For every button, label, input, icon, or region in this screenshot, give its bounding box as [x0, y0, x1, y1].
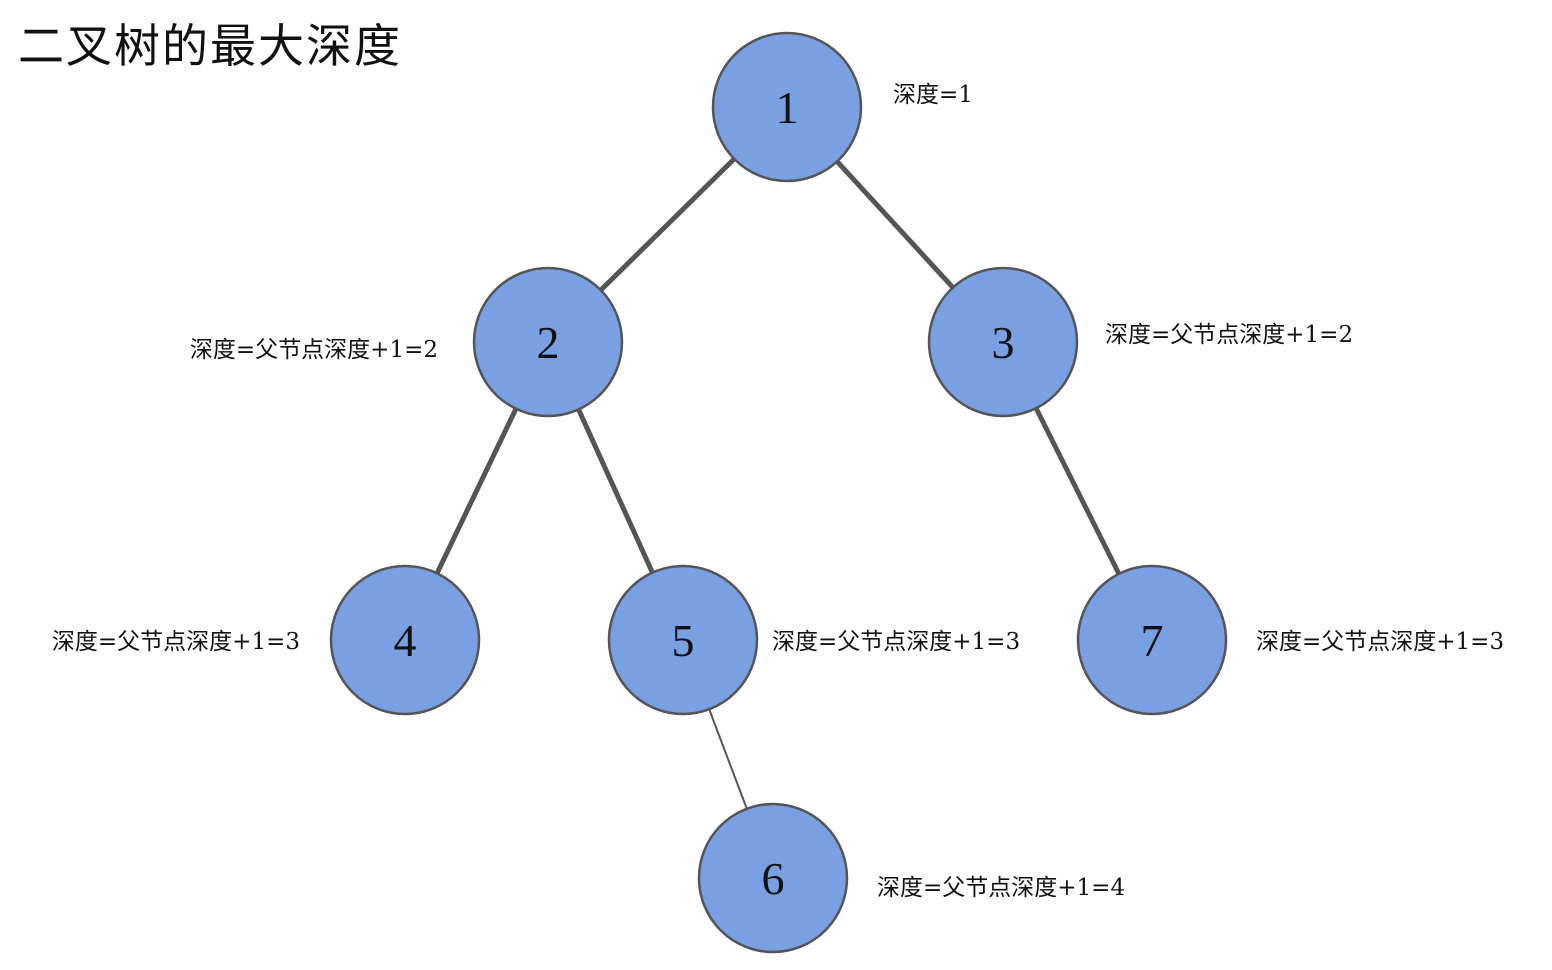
node-label-6: 6 [762, 853, 785, 904]
node-circle-1 [711, 31, 863, 183]
node-label-2: 2 [537, 317, 560, 368]
nodes-layer: 1 2 3 4 5 7 6 [329, 31, 1228, 954]
node-circle-2 [472, 266, 624, 418]
depth-label-2: 深度=父节点深度+1=2 [190, 337, 438, 363]
tree-node-3: 3 [927, 266, 1079, 418]
node-circle-3 [927, 266, 1079, 418]
tree-node-7: 7 [1076, 564, 1228, 716]
edge-3-7 [1033, 407, 1122, 575]
tree-node-5: 5 [607, 564, 759, 716]
depth-label-1: 深度=1 [893, 82, 973, 108]
tree-node-4: 4 [329, 564, 481, 716]
node-label-1: 1 [776, 82, 799, 133]
edge-1-3 [835, 159, 955, 290]
node-label-4: 4 [394, 615, 417, 666]
tree-node-2: 2 [472, 266, 624, 418]
depth-label-3: 深度=父节点深度+1=2 [1105, 322, 1353, 348]
node-label-3: 3 [992, 317, 1015, 368]
node-label-7: 7 [1141, 615, 1164, 666]
node-circle-4 [329, 564, 481, 716]
tree-node-1: 1 [711, 31, 863, 183]
depth-label-4: 深度=父节点深度+1=3 [52, 629, 300, 655]
depth-label-6: 深度=父节点深度+1=4 [877, 875, 1125, 901]
edges-layer [434, 157, 1122, 810]
depth-label-5: 深度=父节点深度+1=3 [772, 629, 1020, 655]
edge-2-4 [434, 407, 519, 575]
labels-layer: 深度=1 深度=父节点深度+1=2 深度=父节点深度+1=2 深度=父节点深度+1=3… [52, 82, 1504, 901]
tree-node-6: 6 [697, 802, 849, 954]
depth-label-7: 深度=父节点深度+1=3 [1256, 629, 1504, 655]
edge-2-5 [576, 408, 655, 574]
edge-5-6 [708, 708, 748, 810]
node-label-5: 5 [672, 615, 695, 666]
node-circle-5 [607, 564, 759, 716]
node-circle-6 [697, 802, 849, 954]
edge-1-2 [599, 157, 736, 292]
diagram-title: 二叉树的最大深度 [18, 19, 402, 73]
node-circle-7 [1076, 564, 1228, 716]
